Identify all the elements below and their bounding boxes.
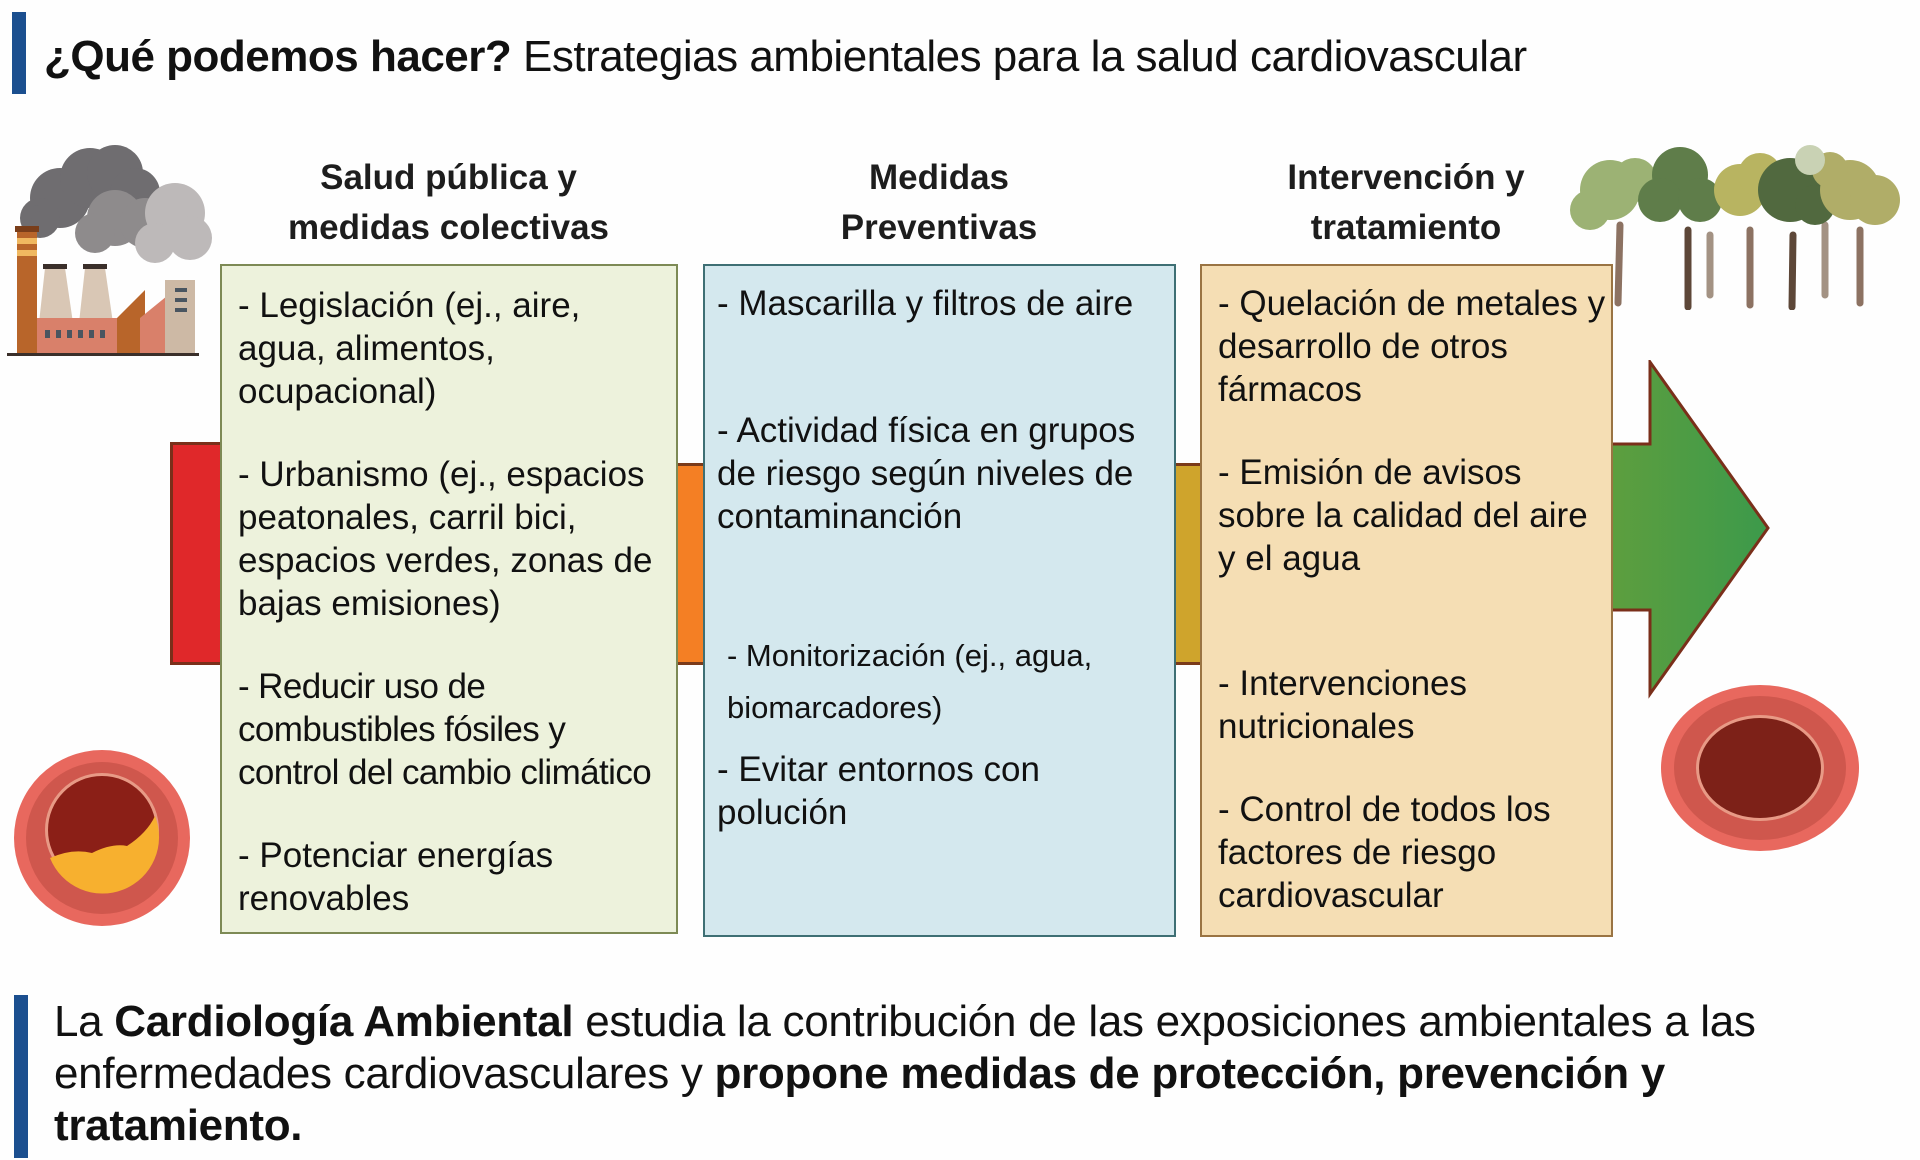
heading-line: Intervención y bbox=[1287, 158, 1525, 197]
list-item: - Quelación de metales y desarrollo de o… bbox=[1218, 284, 1606, 409]
footer-bold-conclusion: propone medidas de protección, prevenció… bbox=[54, 1049, 1665, 1150]
page-title: ¿Qué podemos hacer? Estrategias ambienta… bbox=[44, 30, 1527, 84]
arrow-head-icon bbox=[1608, 360, 1770, 699]
column-heading-preventive: Medidas Preventivas bbox=[703, 153, 1175, 253]
list-item: - Control de todos los factores de riesg… bbox=[1218, 790, 1551, 915]
footer-accent-bar bbox=[14, 995, 28, 1158]
footer-bold-term: Cardiología Ambiental bbox=[114, 997, 574, 1046]
list-item: - Intervenciones nutricionales bbox=[1218, 664, 1468, 746]
box-intervention: - Quelación de metales y desarrollo de o… bbox=[1200, 264, 1613, 937]
heading-line: Salud pública y bbox=[320, 158, 577, 197]
footer-text: estudia la contribución de las exposicio… bbox=[54, 997, 1756, 1098]
title-rest: Estrategias ambientales para la salud ca… bbox=[511, 32, 1527, 81]
list-item: - Evitar entornos con polución bbox=[717, 750, 1040, 832]
heading-line: Preventivas bbox=[840, 208, 1038, 247]
footer-text: La bbox=[54, 997, 115, 1046]
box-preventive: - Mascarilla y filtros de aire - Activid… bbox=[703, 264, 1176, 937]
box-public-health-items: - Legislación (ej., aire, agua, alimento… bbox=[238, 284, 668, 960]
clogged-artery-icon bbox=[14, 750, 190, 926]
healthy-artery-icon bbox=[1661, 685, 1859, 851]
title-bold: ¿Qué podemos hacer? bbox=[44, 32, 512, 81]
list-item: - Monitorización (ej., agua, biomarcador… bbox=[727, 638, 1093, 725]
heading-line: medidas colectivas bbox=[288, 208, 609, 247]
list-item: - Legislación (ej., aire, agua, alimento… bbox=[238, 286, 581, 411]
arrow-segment-mustard bbox=[1173, 463, 1203, 665]
arrow-segment-orange bbox=[675, 463, 707, 665]
factory-pollution-icon bbox=[7, 145, 212, 356]
box-preventive-items: - Mascarilla y filtros de aire - Activid… bbox=[717, 282, 1167, 834]
column-heading-public-health: Salud pública y medidas colectivas bbox=[220, 153, 677, 253]
heading-line: Medidas bbox=[868, 158, 1010, 197]
box-public-health: - Legislación (ej., aire, agua, alimento… bbox=[220, 264, 678, 934]
footer-summary: La Cardiología Ambiental estudia la cont… bbox=[54, 996, 1904, 1152]
trees-forest-icon bbox=[1570, 145, 1900, 310]
column-heading-intervention: Intervención y tratamiento bbox=[1200, 153, 1612, 253]
list-item: - Emisión de avisos sobre la calidad del… bbox=[1218, 453, 1588, 578]
list-item: - Urbanismo (ej., espacios peatonales, c… bbox=[238, 455, 653, 623]
title-accent-bar bbox=[12, 12, 26, 94]
list-item: - Reducir uso de combustibles fósiles y … bbox=[238, 667, 652, 792]
list-item: - Potenciar energías renovables bbox=[238, 836, 554, 918]
list-item: - Mascarilla y filtros de aire bbox=[717, 284, 1134, 323]
box-intervention-items: - Quelación de metales y desarrollo de o… bbox=[1218, 282, 1608, 917]
list-item: - Actividad física en grupos de riesgo s… bbox=[717, 411, 1136, 536]
heading-line: tratamiento bbox=[1310, 208, 1502, 247]
